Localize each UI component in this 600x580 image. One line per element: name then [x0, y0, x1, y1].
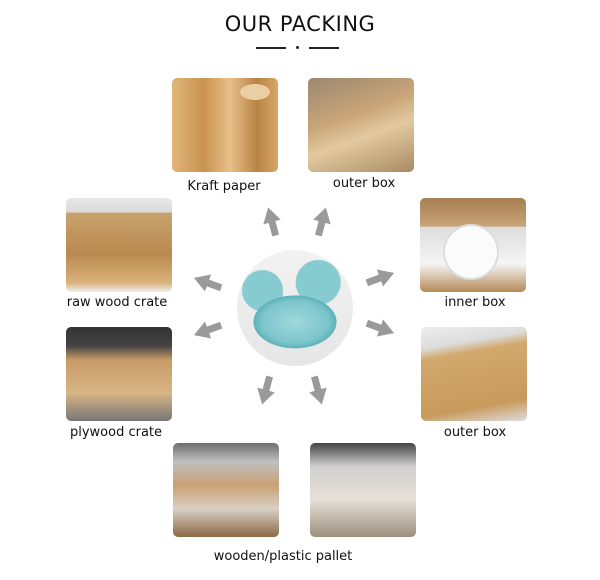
page-title: OUR PACKING [224, 12, 376, 36]
outer-box-2-photo [421, 327, 527, 421]
plastic-pallet-photo [310, 443, 416, 537]
outer-box-photo [308, 78, 414, 172]
inner-box-label: inner box [444, 295, 506, 310]
outer-box-2-label: outer box [443, 425, 507, 440]
kraft-paper-photo [172, 78, 278, 172]
wooden-pallet-photo [173, 443, 279, 537]
title-divider-right [309, 47, 339, 49]
raw-wood-crate-photo [66, 198, 172, 292]
kraft-paper-label: Kraft paper [187, 179, 261, 194]
title-divider-dot [296, 46, 299, 49]
plywood-crate-photo [66, 327, 172, 421]
tableware-center-photo [237, 250, 353, 366]
inner-box-photo [420, 198, 526, 292]
plywood-crate-label: plywood crate [69, 425, 163, 440]
outer-box-label: outer box [332, 176, 396, 191]
title-divider-left [256, 47, 286, 49]
pallet-label: wooden/plastic pallet [213, 549, 353, 564]
raw-wood-crate-label: raw wood crate [66, 295, 168, 310]
